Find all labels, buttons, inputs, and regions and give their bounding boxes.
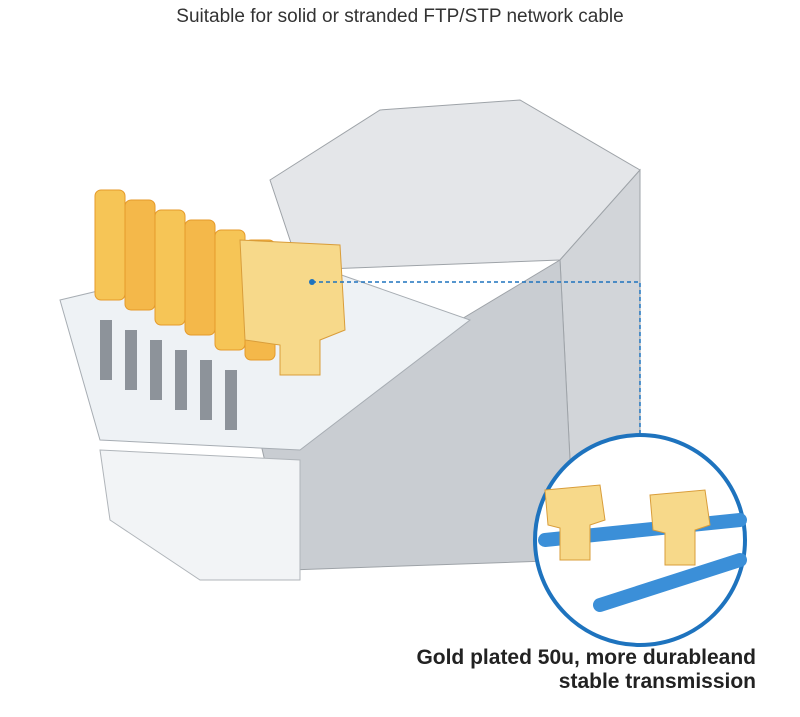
latch	[99, 449, 301, 581]
contact-slots	[100, 320, 237, 430]
caption-line-1: Gold plated 50u, more durableand	[416, 646, 756, 669]
caption: Gold plated 50u, more durableand stable …	[416, 646, 756, 694]
header-text: Suitable for solid or stranded FTP/STP n…	[176, 6, 624, 27]
gold-contacts	[94, 189, 346, 376]
caption-line-2: stable transmission	[558, 670, 756, 693]
zoom-detail	[538, 484, 747, 612]
